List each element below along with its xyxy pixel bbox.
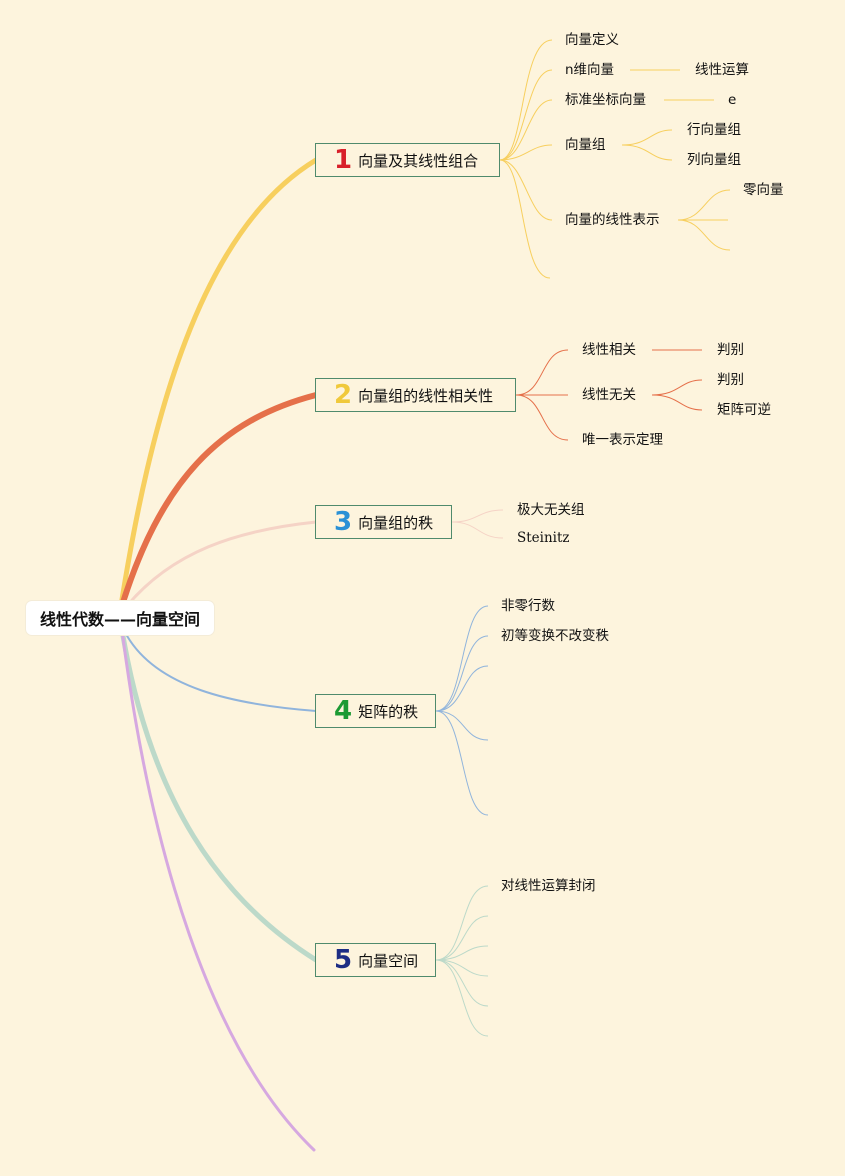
- subtopic-n-dim-vector[interactable]: n维向量: [565, 62, 615, 78]
- subtopic-standard-basis-vector[interactable]: 标准坐标向量: [565, 92, 646, 108]
- branch-line-6: [120, 628, 316, 1152]
- topic-2[interactable]: 2 向量组的线性相关性: [315, 378, 516, 412]
- subtopic-zero-vector[interactable]: 零向量: [743, 182, 784, 198]
- subtopic-maximal-independent-set[interactable]: 极大无关组: [517, 502, 585, 518]
- topic-1-label: 向量及其线性组合: [358, 151, 479, 170]
- subtopic-linear-representation[interactable]: 向量的线性表示: [565, 212, 660, 228]
- subtopic-linearly-dependent[interactable]: 线性相关: [582, 342, 636, 358]
- branch-line-4: [121, 625, 317, 712]
- subtopic-steinitz[interactable]: Steinitz: [517, 530, 570, 546]
- subtopic-matrix-invertible[interactable]: 矩阵可逆: [717, 402, 771, 418]
- topic-2-number: 2: [334, 380, 353, 410]
- root-label: 线性代数——向量空间: [39, 610, 200, 629]
- branch-line-3: [120, 520, 318, 614]
- subtopic-unique-representation[interactable]: 唯一表示定理: [582, 432, 663, 448]
- subtopic-independent-criterion[interactable]: 判别: [717, 372, 744, 388]
- topic1-connectors: [499, 39, 731, 279]
- topic-5-number: 5: [334, 945, 353, 975]
- topic4-connectors: [435, 605, 489, 816]
- subtopic-vector-group[interactable]: 向量组: [565, 137, 606, 153]
- topic-4-number: 4: [334, 696, 353, 726]
- branch-line-1: [117, 157, 319, 615]
- subtopic-linearly-independent[interactable]: 线性无关: [582, 387, 636, 403]
- subtopic-elementary-transformations[interactable]: 初等变换不改变秩: [501, 628, 609, 644]
- topic-5[interactable]: 5 向量空间: [315, 943, 436, 977]
- topic-1[interactable]: 1 向量及其线性组合: [315, 143, 500, 177]
- topic-3[interactable]: 3 向量组的秩: [315, 505, 452, 539]
- subtopic-column-vector-group[interactable]: 列向量组: [687, 152, 741, 168]
- topic-3-number: 3: [334, 507, 353, 537]
- subtopic-e[interactable]: e: [728, 92, 737, 108]
- subtopic-row-vector-group[interactable]: 行向量组: [687, 122, 741, 138]
- topic-4-label: 矩阵的秩: [358, 702, 419, 721]
- topic3-connectors: [451, 509, 504, 539]
- subtopic-nonzero-rows[interactable]: 非零行数: [501, 598, 555, 614]
- subtopic-vector-definition[interactable]: 向量定义: [565, 32, 619, 48]
- branch-line-2: [117, 392, 319, 615]
- branch-line-5: [119, 627, 319, 963]
- root-node[interactable]: 线性代数——向量空间: [26, 601, 214, 635]
- topic5-connectors: [435, 885, 489, 1037]
- subtopic-dependent-criterion[interactable]: 判别: [717, 342, 744, 358]
- subtopic-closed-under-operations[interactable]: 对线性运算封闭: [501, 878, 596, 894]
- topic-1-number: 1: [334, 145, 353, 175]
- topic-2-label: 向量组的线性相关性: [358, 386, 494, 405]
- subtopic-linear-operations[interactable]: 线性运算: [695, 62, 749, 78]
- topic2-connectors: [515, 349, 703, 441]
- topic-5-label: 向量空间: [358, 951, 419, 970]
- topic-3-label: 向量组的秩: [358, 513, 434, 532]
- topic-4[interactable]: 4 矩阵的秩: [315, 694, 436, 728]
